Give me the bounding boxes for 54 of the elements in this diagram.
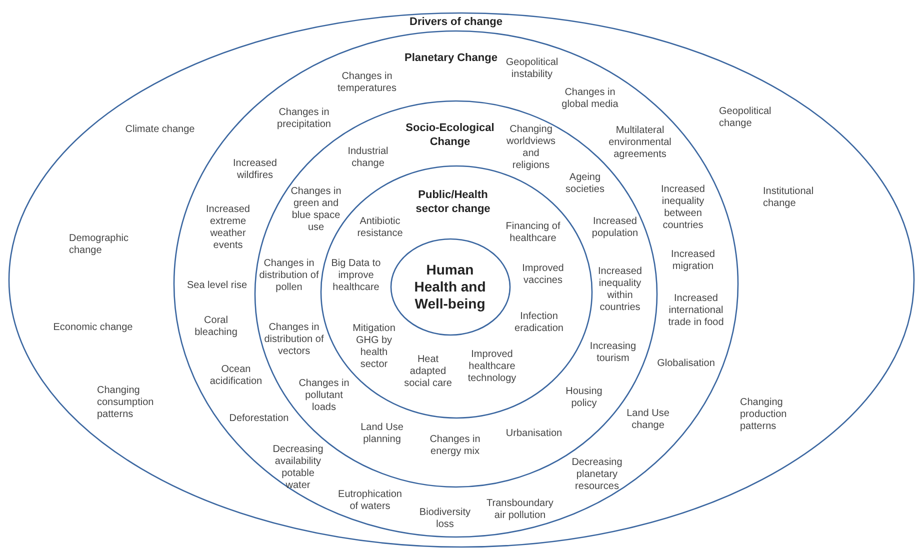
ring-title: Public/Health sector change — [414, 188, 492, 216]
driver-label: Industrial change — [346, 146, 390, 170]
driver-label: Changing consumption patterns — [97, 385, 155, 421]
driver-label: Decreasing availability potable water — [272, 444, 324, 492]
driver-label: Increased international trade in food — [667, 293, 725, 329]
driver-label: Coral bleaching — [194, 315, 238, 339]
driver-label: Heat adapted social care — [403, 354, 453, 390]
driver-label: Big Data to improve healthcare — [330, 258, 382, 294]
driver-label: Improved healthcare technology — [466, 349, 518, 385]
driver-label: Changing worldviews and religions — [506, 124, 556, 172]
driver-label: Land Use change — [626, 408, 670, 432]
driver-label: Increased inequality within countries — [597, 266, 643, 314]
driver-label: Increased population — [590, 216, 640, 240]
driver-label: Changes in distribution of vectors — [264, 322, 324, 358]
driver-label: Institutional change — [763, 186, 815, 210]
driver-label: Improved vaccines — [521, 263, 565, 287]
driver-label: Increased inequality between countries — [660, 184, 706, 232]
driver-label: Antibiotic resistance — [356, 216, 404, 240]
driver-label: Urbanisation — [504, 428, 564, 440]
driver-label: Changes in pollutant loads — [298, 378, 350, 414]
driver-label: Changes in distribution of pollen — [259, 258, 319, 294]
driver-label: Ageing societies — [564, 172, 606, 196]
driver-label: Changes in temperatures — [336, 71, 398, 95]
driver-label: Changes in global media — [560, 87, 620, 111]
driver-label: Financing of healthcare — [504, 221, 562, 245]
driver-label: Increasing tourism — [588, 341, 638, 365]
driver-label: Changing production patterns — [740, 397, 788, 433]
driver-label: Biodiversity loss — [418, 507, 472, 531]
driver-label: Geopolitical change — [719, 106, 772, 130]
driver-label: Infection eradication — [514, 311, 564, 335]
driver-label: Demographic change — [69, 233, 130, 257]
driver-label: Mitigation GHG by health sector — [352, 323, 396, 371]
driver-label: Housing policy — [564, 386, 604, 410]
driver-label: Ocean acidification — [208, 364, 264, 388]
driver-label: Transboundary air pollution — [486, 498, 554, 522]
driver-label: Eutrophication of waters — [337, 489, 403, 513]
driver-label: Land Use planning — [360, 422, 404, 446]
driver-label: Increased migration — [670, 249, 716, 273]
driver-label: Geopolitical instability — [504, 57, 560, 81]
driver-label: Climate change — [124, 124, 196, 136]
driver-label: Economic change — [52, 322, 134, 334]
driver-label: Multilateral environmental agreements — [608, 125, 672, 161]
driver-label: Decreasing planetary resources — [570, 457, 624, 493]
driver-label: Deforestation — [228, 413, 290, 425]
ring-title: Socio-Ecological Change — [404, 121, 496, 149]
ring-title: Drivers of change — [408, 15, 504, 29]
driver-label: Increased extreme weather events — [205, 204, 251, 252]
driver-label: Changes in green and blue space use — [290, 186, 342, 234]
driver-label: Changes in energy mix — [428, 434, 482, 458]
driver-label: Increased wildfires — [232, 158, 278, 182]
ring-title: Human Health and Well-being — [413, 262, 487, 312]
driver-label: Globalisation — [656, 358, 716, 370]
driver-label: Sea level rise — [186, 280, 248, 292]
driver-label: Changes in precipitation — [276, 107, 332, 131]
